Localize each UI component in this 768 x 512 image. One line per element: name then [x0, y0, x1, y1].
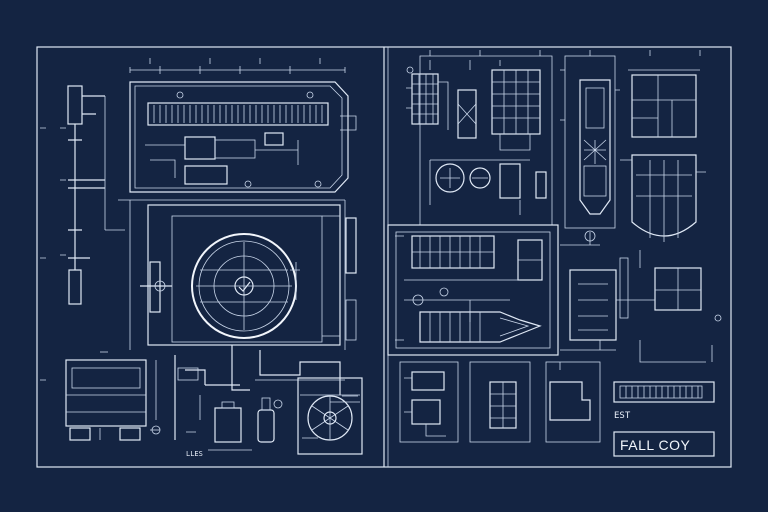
right-panel-grid: [628, 69, 700, 138]
right-curved-tank: [620, 154, 706, 242]
title-block-text: FALL COY: [620, 437, 691, 453]
exchanger-fins: [153, 105, 323, 123]
right-top-frame: [419, 55, 553, 226]
tag-label-lles: LLES: [186, 450, 203, 458]
right-mid-components: [429, 159, 547, 215]
drawing-frame: [36, 46, 732, 468]
bottom-left-unit: [65, 351, 161, 441]
small-fan-detail: [297, 377, 363, 455]
right-top-coil-stack: [406, 66, 449, 130]
top-exchanger-module: [129, 66, 357, 193]
bottom-pipework: LLES: [174, 345, 360, 458]
right-bottom-details: [399, 361, 601, 443]
title-block: EST FALL COY: [613, 381, 715, 457]
left-vertical-rail: [60, 85, 125, 305]
right-central-machine: [387, 224, 559, 356]
title-block-scale-bar: [619, 385, 703, 399]
right-tall-module: [560, 55, 620, 229]
central-fan-assembly: [118, 199, 357, 350]
panel-code-label: EST: [614, 411, 631, 421]
dimension-ticks: [40, 50, 701, 381]
right-control-panel: [559, 230, 722, 370]
